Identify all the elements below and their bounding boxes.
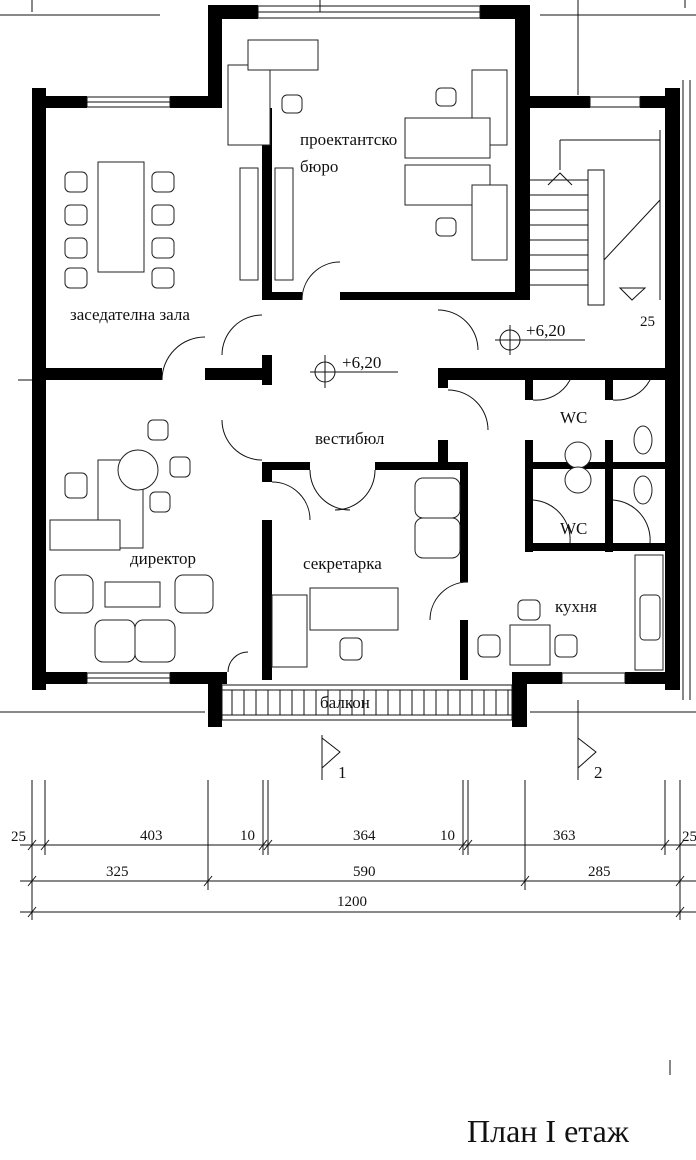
plan-title: План I етаж (467, 1113, 630, 1149)
walls (32, 5, 680, 727)
balcony-railing (221, 684, 513, 721)
doors (161, 261, 651, 673)
dim-row1-1: 403 (140, 828, 163, 844)
dim-row1-6: 25 (682, 829, 696, 845)
dim-row1-3: 364 (353, 828, 376, 844)
dim-row1-0: 25 (11, 829, 26, 845)
room-label-secretary: секретарка (303, 554, 382, 573)
staircase (530, 130, 661, 306)
dim-row1-2: 10 (240, 828, 255, 844)
room-label-design-office-2: бюро (300, 157, 338, 176)
dim-row2-0: 325 (106, 864, 129, 880)
section-markers (321, 735, 597, 780)
room-label-vestibule: вестибюл (315, 429, 385, 448)
room-label-wc-upper: WC (560, 408, 587, 427)
room-label-balcony: балкон (320, 693, 370, 712)
level-label-vestibule: +6,20 (342, 353, 381, 372)
dim-row1-5: 363 (553, 828, 576, 844)
level-markers (310, 325, 585, 388)
room-label-wc-lower: WC (560, 519, 587, 538)
dimension-lines (20, 780, 696, 920)
section-mark-2: 2 (594, 763, 603, 782)
room-label-director: директор (130, 549, 196, 568)
axis-lines (0, 0, 696, 780)
section-mark-1: 1 (338, 763, 347, 782)
dim-row2-2: 285 (588, 864, 611, 880)
dim-row1-4: 10 (440, 828, 455, 844)
windows (18, 5, 691, 700)
room-label-kitchen: кухня (555, 597, 597, 616)
balcony-bars (231, 690, 509, 715)
room-label-design-office: проектантско (300, 130, 397, 149)
dim-row2-1: 590 (353, 864, 376, 880)
level-label-stair: +6,20 (526, 321, 565, 340)
furniture (49, 39, 664, 671)
room-label-meeting-room: заседателна зала (70, 305, 190, 324)
stair-wall-dimension: 25 (640, 314, 655, 330)
dim-row3-0: 1200 (337, 894, 367, 910)
